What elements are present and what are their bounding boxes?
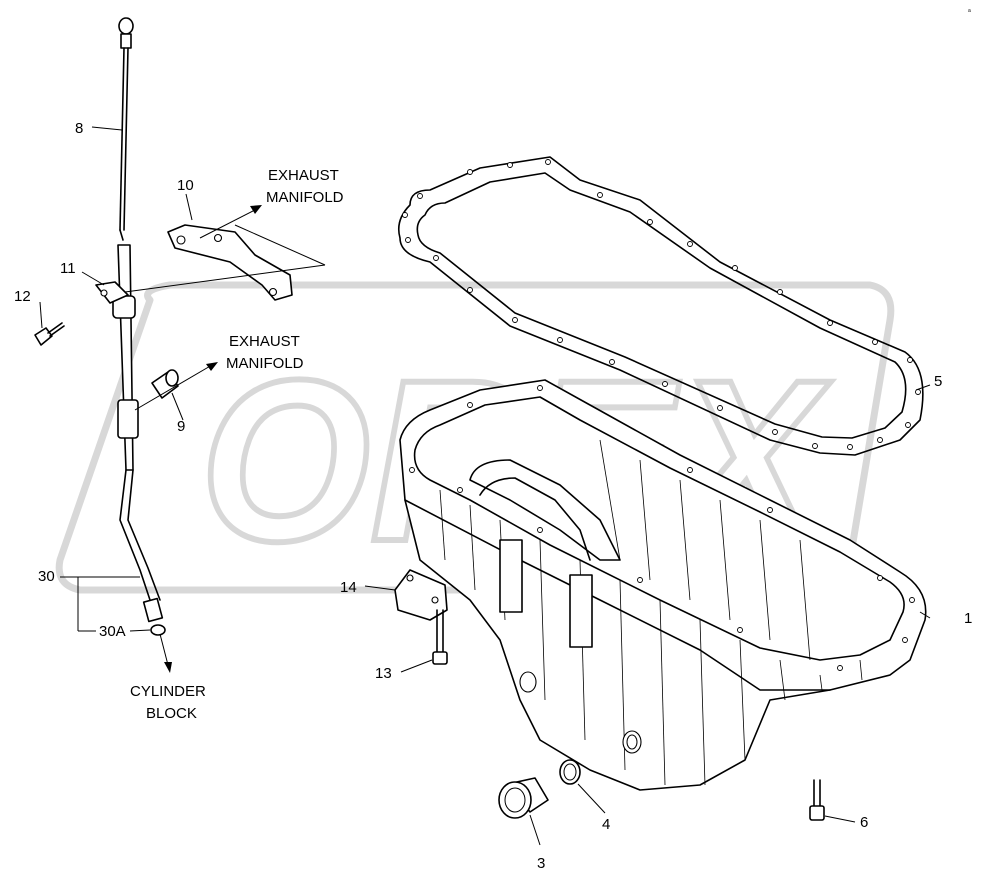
callout-30a: 30A <box>99 623 126 640</box>
callout-11: 11 <box>60 260 76 277</box>
tube-o-ring <box>150 624 166 636</box>
callout-8: 8 <box>75 120 83 137</box>
drain-plug-washer <box>559 759 581 785</box>
callout-6: 6 <box>860 814 868 831</box>
callout-3: 3 <box>537 855 545 872</box>
bolt-6 <box>809 779 825 821</box>
oil-pan <box>399 379 927 791</box>
corner-mark: a <box>968 8 971 14</box>
note-exhaust-manifold-1-line1: EXHAUST <box>268 167 339 184</box>
callout-4: 4 <box>602 816 610 833</box>
callout-14: 14 <box>340 579 357 596</box>
callout-12: 12 <box>14 288 31 305</box>
bolt-13 <box>432 609 448 665</box>
callout-9: 9 <box>177 418 185 435</box>
notes: EXHAUST MANIFOLD EXHAUST MANIFOLD CYLIND… <box>130 167 344 722</box>
note-cylinder-block-line1: CYLINDER <box>130 683 206 700</box>
callout-13: 13 <box>375 665 392 682</box>
leader-lines <box>39 126 931 846</box>
note-exhaust-manifold-2-line1: EXHAUST <box>229 333 300 350</box>
note-exhaust-manifold-2-line2: MANIFOLD <box>226 355 304 372</box>
callout-10: 10 <box>177 177 194 194</box>
callout-1: 1 <box>964 610 972 627</box>
arrowheads <box>164 205 262 673</box>
dipstick-tube <box>112 244 164 623</box>
tube-bracket <box>167 224 293 301</box>
bolt-12 <box>34 322 65 346</box>
spacer <box>151 369 179 399</box>
tube-clip <box>95 281 129 304</box>
dipstick <box>118 17 134 241</box>
callout-30: 30 <box>38 568 55 585</box>
drain-plug <box>498 777 549 819</box>
pan-bracket <box>394 569 448 621</box>
note-cylinder-block-line2: BLOCK <box>146 705 197 722</box>
callout-5: 5 <box>934 373 942 390</box>
callouts: 8 10 11 12 9 5 1 14 13 6 4 3 30 30A <box>14 120 972 872</box>
oil-pan-gasket <box>397 156 924 456</box>
note-exhaust-manifold-1-line2: MANIFOLD <box>266 189 344 206</box>
